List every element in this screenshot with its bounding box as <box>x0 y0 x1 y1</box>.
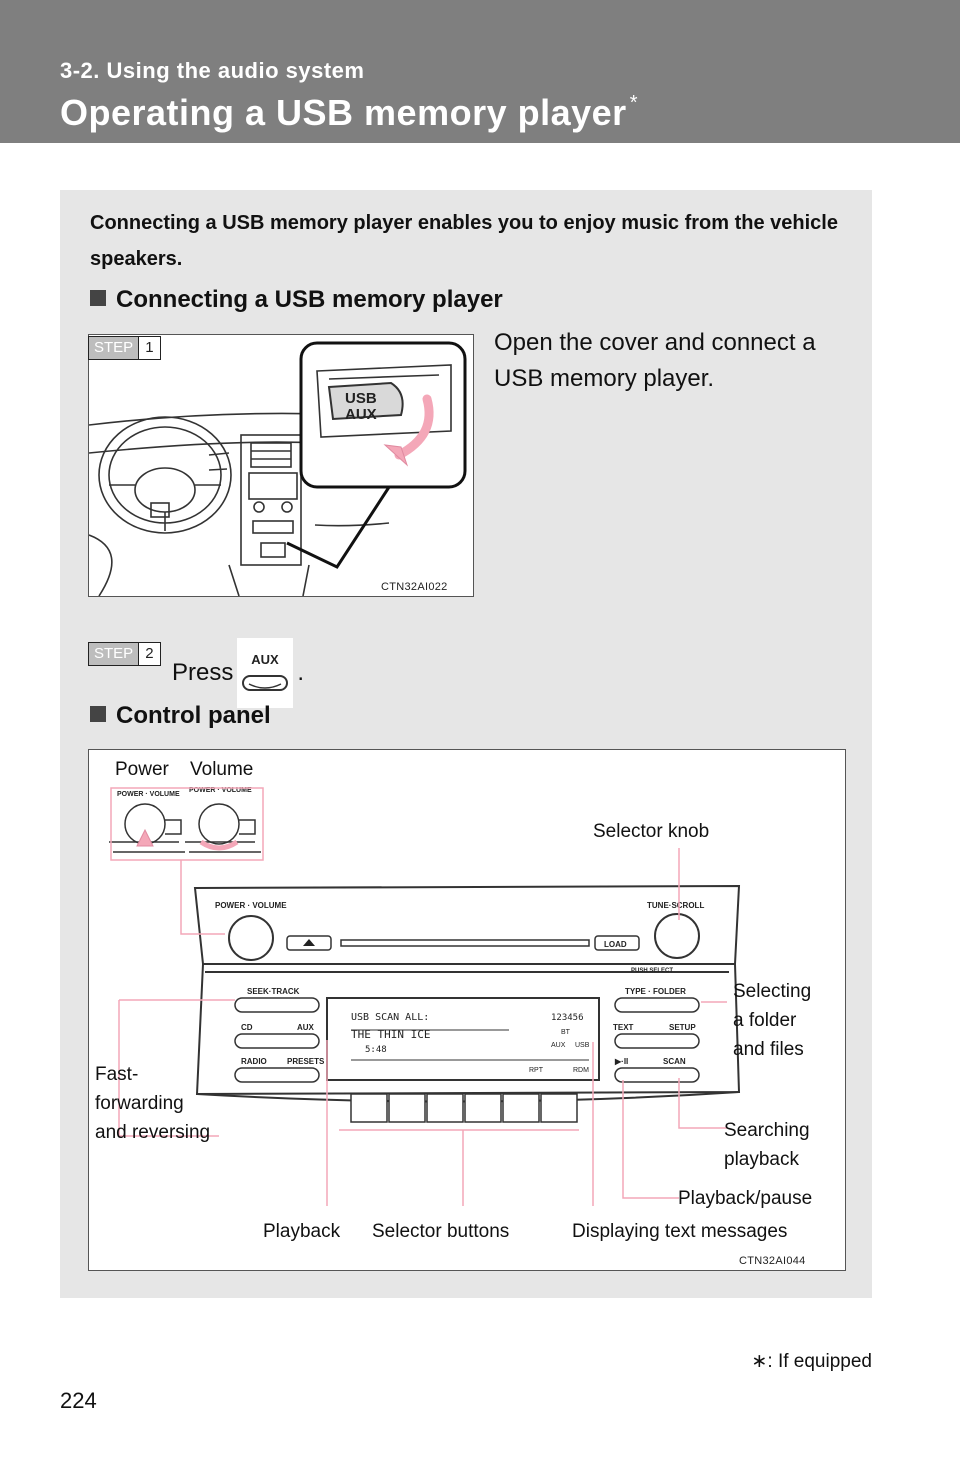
play-pause-label: ▶·II <box>614 1057 628 1066</box>
step1-badge: STEP 1 <box>88 336 161 360</box>
label-searching-playback-line-2: playback <box>724 1149 799 1170</box>
label-fast-forwarding: Fast- forwarding and reversing <box>95 1060 210 1147</box>
unit-power-volume-label: POWER · VOLUME <box>215 901 287 910</box>
display-usb: USB <box>575 1042 590 1049</box>
label-selecting-folder-line-1: Selecting <box>733 981 812 1002</box>
page-header: 3-2. Using the audio system Operating a … <box>0 0 960 143</box>
control-panel-figure: POWER · VOLUME POWER · VOLUME POWER · VO… <box>88 749 846 1271</box>
step1-number: 1 <box>145 339 154 356</box>
display-time: 5:48 <box>365 1045 387 1055</box>
label-searching-playback-line-1: Searching <box>724 1120 810 1141</box>
step1-label: STEP <box>89 337 140 359</box>
display-preset-numbers: 123456 <box>551 1013 584 1023</box>
step1-instruction: Open the cover and connect a USB memory … <box>494 329 816 392</box>
aux-socket-label: AUX <box>345 406 377 423</box>
square-bullet-icon <box>90 706 106 722</box>
seek-track-label: SEEK·TRACK <box>247 987 300 996</box>
unit-tune-scroll-label: TUNE·SCROLL <box>647 901 704 910</box>
footnote: ∗: If equipped <box>751 1350 872 1373</box>
label-fast-forwarding-line-2: forwarding <box>95 1093 184 1114</box>
aux-button-text: AUX <box>252 652 280 667</box>
label-selecting-folder-line-2: a folder <box>733 1010 797 1031</box>
figure-code-2: CTN32AI044 <box>739 1255 806 1267</box>
square-bullet-icon <box>90 290 106 306</box>
label-searching-playback: Searching playback <box>724 1116 810 1174</box>
text-label: TEXT <box>613 1023 634 1032</box>
setup-label: SETUP <box>669 1023 696 1032</box>
step2-instruction: Press AUX . <box>172 638 304 708</box>
section-heading: 3-2. Using the audio system <box>60 58 365 83</box>
page-title-text: Operating a USB memory player <box>60 92 627 133</box>
knob-detail-label-2: POWER · VOLUME <box>189 787 252 794</box>
step2-number: 2 <box>145 645 154 662</box>
subheading-control-panel-text: Control panel <box>116 702 271 729</box>
label-selecting-folder-line-3: and files <box>733 1039 804 1060</box>
knob-detail-label-1: POWER · VOLUME <box>117 791 180 798</box>
subheading-connecting-text: Connecting a USB memory player <box>116 286 503 313</box>
label-power: Power <box>115 759 169 780</box>
turn-arrow-icon <box>199 839 239 851</box>
aux-label: AUX <box>297 1023 315 1032</box>
subheading-control-panel: Control panel <box>90 702 271 730</box>
push-arrow-icon <box>136 828 154 847</box>
step2-badge: STEP 2 <box>88 642 161 666</box>
if-equipped-mark: * <box>629 92 638 114</box>
usb-socket-label: USB <box>345 390 377 407</box>
asterisk-mark: ∗ <box>751 1351 768 1372</box>
step2-text-after: . <box>297 659 305 686</box>
presets-label: PRESETS <box>287 1057 325 1066</box>
figure-code: CTN32AI022 <box>381 581 448 593</box>
label-playback-pause: Playback/pause <box>678 1188 813 1209</box>
label-selecting-folder: Selecting a folder and files <box>733 977 811 1064</box>
label-fast-forwarding-line-1: Fast- <box>95 1064 139 1085</box>
scan-label: SCAN <box>663 1057 686 1066</box>
step1-figure: USB AUX CTN32AI022 <box>88 334 474 597</box>
intro-text: Connecting a USB memory player enables y… <box>90 212 838 270</box>
step2-label: STEP <box>89 643 140 665</box>
label-volume: Volume <box>190 759 254 780</box>
label-selector-knob: Selector knob <box>593 821 710 842</box>
step2-text-before: Press <box>172 659 234 686</box>
subheading-connecting: Connecting a USB memory player <box>90 286 503 314</box>
label-playback: Playback <box>263 1221 341 1242</box>
display-line-1: USB SCAN ALL: <box>351 1012 429 1023</box>
display-rdm: RDM <box>573 1067 589 1074</box>
push-select-label: PUSH SELECT <box>631 968 673 974</box>
display-bt: BT <box>561 1029 571 1036</box>
label-selector-buttons: Selector buttons <box>372 1221 510 1242</box>
type-folder-label: TYPE · FOLDER <box>625 987 686 996</box>
load-button-label: LOAD <box>604 940 627 949</box>
page-title: Operating a USB memory player* <box>60 92 638 134</box>
audio-unit-illustration: POWER · VOLUME POWER · VOLUME POWER · VO… <box>109 787 741 1206</box>
display-line-2: THE THIN ICE <box>351 1028 430 1041</box>
label-displaying-text: Displaying text messages <box>572 1221 788 1242</box>
dashboard-illustration: USB AUX <box>89 341 467 596</box>
label-fast-forwarding-line-3: and reversing <box>95 1122 211 1143</box>
display-rpt: RPT <box>529 1067 544 1074</box>
cd-label: CD <box>241 1023 253 1032</box>
display-aux: AUX <box>551 1042 566 1049</box>
page-number: 224 <box>60 1388 97 1413</box>
footnote-text: : If equipped <box>767 1351 872 1372</box>
radio-label: RADIO <box>241 1057 267 1066</box>
open-cover-arrow-icon <box>394 394 434 460</box>
aux-button-icon: AUX <box>237 638 294 708</box>
